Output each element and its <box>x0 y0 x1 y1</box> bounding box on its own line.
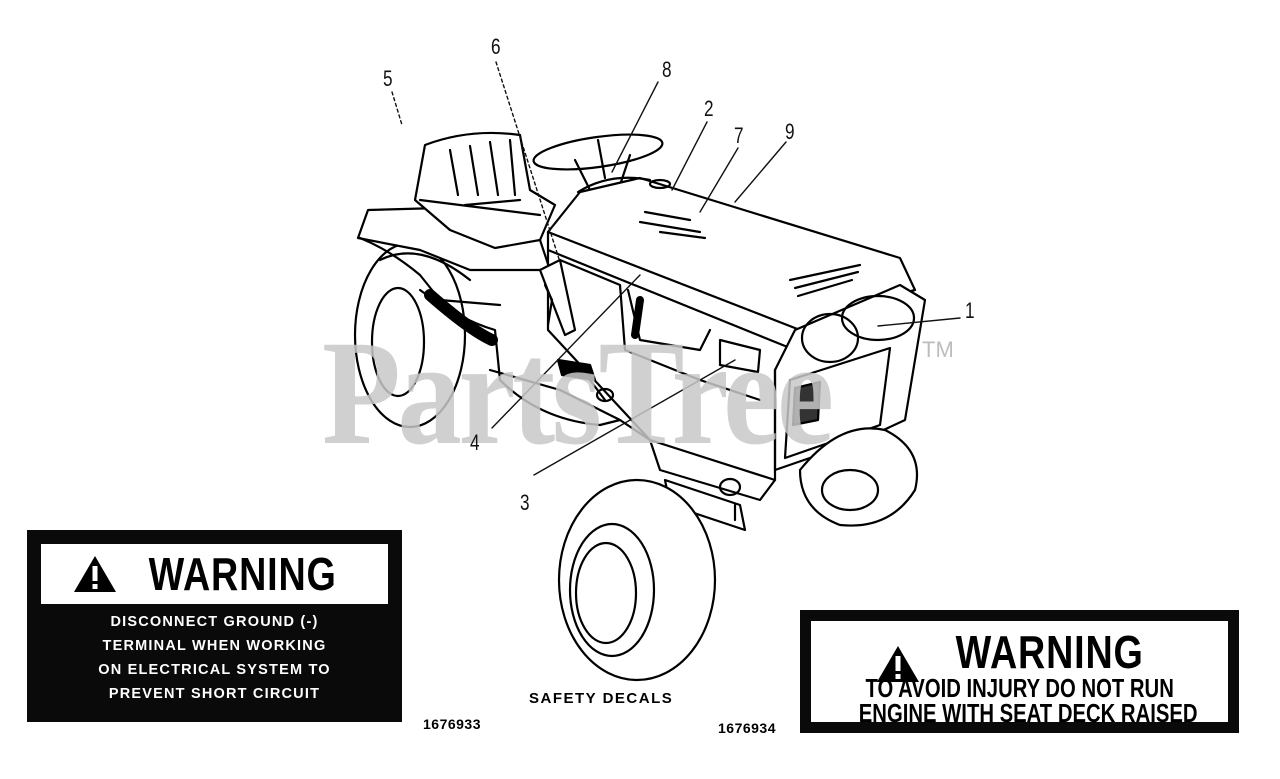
callout-9[interactable]: 9 <box>785 119 795 144</box>
decal-inner-panel: WARNING TO AVOID INJURY DO NOT RUN ENGIN… <box>811 621 1228 728</box>
warning-line-text: TO AVOID INJURY DO NOT RUN <box>865 673 1174 703</box>
warning-triangle-icon <box>876 645 919 682</box>
warning-line: TERMINAL WHEN WORKING <box>102 638 327 654</box>
callout-6[interactable]: 6 <box>491 34 501 59</box>
warning-line: DISCONNECT GROUND (-) <box>110 614 319 630</box>
callout-3[interactable]: 3 <box>520 490 530 515</box>
callout-4[interactable]: 4 <box>470 430 480 455</box>
rear-fender <box>356 206 552 382</box>
seat <box>413 131 557 250</box>
front-right-tire <box>798 427 919 527</box>
warning-line: ON ELECTRICAL SYSTEM TO <box>98 662 331 678</box>
frame <box>488 248 777 502</box>
diagram-caption: SAFETY DECALS <box>529 690 674 707</box>
warning-heading: WARNING <box>148 548 337 600</box>
warning-line-text: ENGINE WITH SEAT DECK RAISED <box>858 698 1198 728</box>
warning-triangle-icon <box>73 556 116 592</box>
part-number-1676934: 1676934 <box>718 720 777 736</box>
part-number-1676933: 1676933 <box>423 716 482 732</box>
callout-1[interactable]: 1 <box>965 298 975 323</box>
warning-banner: WARNING <box>41 544 388 604</box>
warning-banner: WARNING <box>811 625 1228 684</box>
warning-decal-seat-deck[interactable]: WARNING TO AVOID INJURY DO NOT RUN ENGIN… <box>800 610 1239 733</box>
warning-line: TO AVOID INJURY DO NOT RUN <box>811 673 1228 704</box>
warning-line: ENGINE WITH SEAT DECK RAISED <box>811 698 1228 729</box>
controls <box>538 258 615 403</box>
leader-lines <box>391 61 961 476</box>
callout-8[interactable]: 8 <box>662 57 672 82</box>
steering-wheel <box>532 133 664 192</box>
callout-5[interactable]: 5 <box>383 66 393 91</box>
warning-heading: WARNING <box>955 626 1144 678</box>
warning-line: PREVENT SHORT CIRCUIT <box>108 686 321 702</box>
trademark-mark: TM <box>922 337 954 362</box>
callout-2[interactable]: 2 <box>704 96 714 121</box>
warning-decal-ground[interactable]: WARNING DISCONNECT GROUND (-) TERMINAL W… <box>27 530 402 722</box>
front-left-tire <box>557 478 717 682</box>
warning-message: DISCONNECT GROUND (-) TERMINAL WHEN WORK… <box>27 610 402 706</box>
callout-7[interactable]: 7 <box>734 123 744 148</box>
watermark: PartsTree <box>322 310 834 476</box>
